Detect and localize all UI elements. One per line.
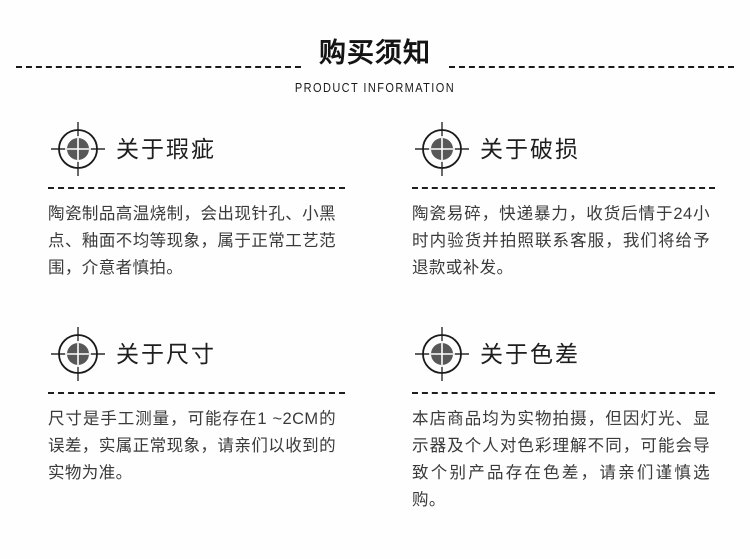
info-block-body: 陶瓷易碎，快递暴力，收货后情于24小时内验货并拍照联系客服，我们将给予退款或补发…	[412, 205, 710, 277]
crosshair-target-icon	[412, 119, 472, 179]
info-block-dashed-rule	[48, 187, 345, 189]
info-block-title: 关于尺寸	[116, 341, 216, 367]
info-block-header: 关于破损	[412, 118, 715, 180]
info-block-header: 关于瑕疵	[48, 118, 345, 180]
crosshair-target-icon	[48, 324, 108, 384]
info-row-bottom: 关于尺寸 尺寸是手工测量，可能存在1 ~2CM的误差，实属正常现象，请亲们以收到…	[0, 323, 750, 543]
info-block-dashed-rule	[48, 392, 345, 394]
info-block-title: 关于瑕疵	[116, 136, 216, 162]
info-block-header: 关于尺寸	[48, 323, 345, 385]
info-block-body: 本店商品均为实物拍摄，但因灯光、显示器及个人对色彩理解不同，可能会导致个别产品存…	[412, 410, 710, 509]
info-block-dashed-rule	[412, 392, 715, 394]
header-title-row: 购买须知	[0, 38, 750, 68]
page-title: 购买须知	[319, 38, 431, 68]
info-block-title: 关于破损	[480, 136, 580, 162]
info-block-body: 陶瓷制品高温烧制，会出现针孔、小黑点、釉面不均等现象，属于正常工艺范围，介意者慎…	[48, 205, 336, 277]
info-block-size: 关于尺寸 尺寸是手工测量，可能存在1 ~2CM的误差，实属正常现象，请亲们以收到…	[0, 323, 375, 543]
info-block-body: 尺寸是手工测量，可能存在1 ~2CM的误差，实属正常现象，请亲们以收到的实物为准…	[48, 410, 336, 482]
info-block-dashed-rule	[412, 187, 715, 189]
page-subtitle: PRODUCT INFORMATION	[294, 81, 456, 95]
info-sections-grid: 关于瑕疵 陶瓷制品高温烧制，会出现针孔、小黑点、釉面不均等现象，属于正常工艺范围…	[0, 118, 750, 543]
info-block-title: 关于色差	[480, 341, 580, 367]
info-block-flaws: 关于瑕疵 陶瓷制品高温烧制，会出现针孔、小黑点、釉面不均等现象，属于正常工艺范围…	[0, 118, 375, 323]
info-block-breakage: 关于破损 陶瓷易碎，快递暴力，收货后情于24小时内验货并拍照联系客服，我们将给予…	[375, 118, 750, 323]
crosshair-target-icon	[48, 119, 108, 179]
crosshair-target-icon	[412, 324, 472, 384]
header-left-dashed-rule	[16, 66, 301, 68]
info-block-color-difference: 关于色差 本店商品均为实物拍摄，但因灯光、显示器及个人对色彩理解不同，可能会导致…	[375, 323, 750, 543]
info-row-top: 关于瑕疵 陶瓷制品高温烧制，会出现针孔、小黑点、釉面不均等现象，属于正常工艺范围…	[0, 118, 750, 323]
page-header: 购买须知 PRODUCT INFORMATION	[0, 0, 750, 112]
header-right-dashed-rule	[449, 66, 734, 68]
info-block-header: 关于色差	[412, 323, 715, 385]
